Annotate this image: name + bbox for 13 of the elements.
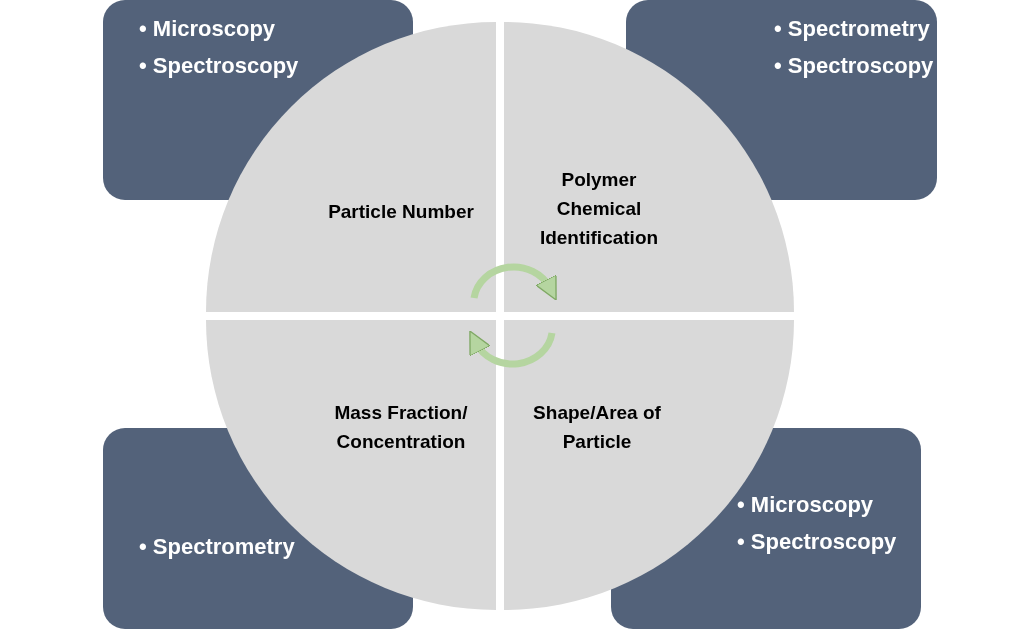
bullet-item: • Microscopy (139, 15, 277, 43)
quadrant-label: Particle Number (327, 200, 475, 224)
bullet-item: • Spectroscopy (737, 528, 897, 556)
bullet-item: • Spectroscopy (774, 52, 934, 80)
cycle-arrow (468, 330, 556, 368)
bullet-item: • Spectrometry (139, 533, 295, 561)
quadrant-label: Polymer Chemical Identification (538, 168, 660, 250)
bullet-item: • Microscopy (737, 491, 875, 519)
bullet-item: • Spectrometry (774, 15, 931, 43)
quadrant-label: Mass Fraction/ Concentration (333, 401, 469, 454)
quadrant-label: Shape/Area of Particle (532, 401, 662, 454)
cycle-arrow (470, 263, 558, 301)
bullet-item: • Spectroscopy (139, 52, 299, 80)
